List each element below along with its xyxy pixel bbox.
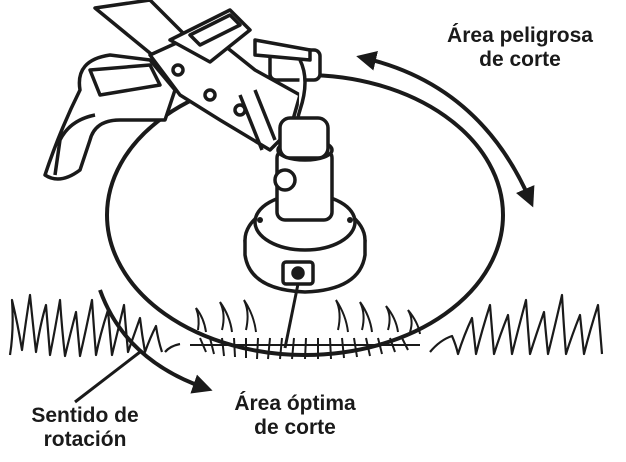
rotation-label: Sentido de rotación [5, 404, 165, 452]
rotation-label-line2: rotación [43, 428, 127, 451]
rotation-pointer [74, 350, 141, 404]
optimal-area-label: Área óptima de corte [205, 392, 385, 440]
grass-icon [195, 299, 421, 335]
danger-area-label: Área peligrosa de corte [420, 24, 620, 72]
optimal-area-label-line2: de corte [254, 416, 336, 439]
optimal-area-hatch [190, 337, 420, 360]
string-trimmer-icon [43, 0, 322, 181]
cutting-head-icon [243, 116, 367, 349]
double-arrow-icon [356, 50, 535, 208]
grass-icon [8, 293, 181, 358]
danger-area-label-line2: de corte [479, 48, 561, 71]
optimal-area-label-line1: Área óptima [234, 392, 356, 415]
rotation-arrow-icon [98, 289, 213, 394]
grass-icon [429, 293, 604, 356]
rotation-label-line1: Sentido de [31, 404, 139, 427]
danger-area-label-line1: Área peligrosa [447, 24, 593, 47]
